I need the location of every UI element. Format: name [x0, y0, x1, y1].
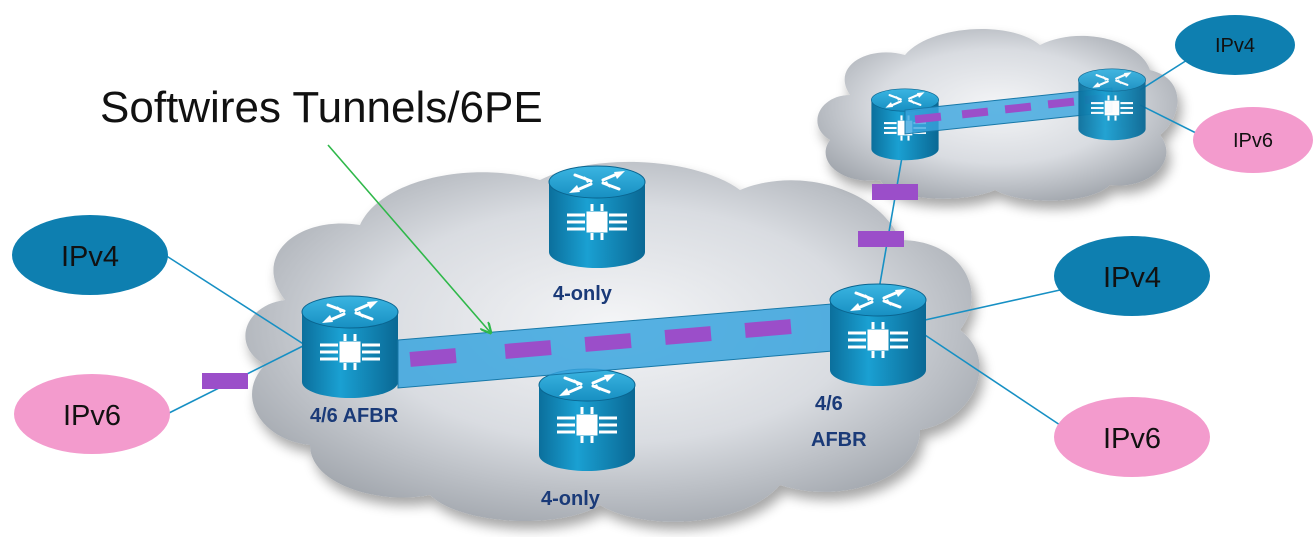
left-ipv6-label: IPv6 — [63, 400, 121, 432]
right-ipv6-node: IPv6 — [1054, 397, 1210, 477]
diagram-title: Softwires Tunnels/6PE — [100, 83, 543, 132]
marker-inter-upper — [872, 184, 918, 200]
link-markers — [202, 184, 918, 389]
top-ipv6-label: IPv6 — [1233, 130, 1273, 152]
router-core-bottom-icon — [537, 367, 637, 473]
callout-arrow-icon — [327, 144, 490, 332]
right-ipv4-label: IPv4 — [1103, 262, 1161, 294]
router-remote-right-icon — [1077, 67, 1147, 142]
left-afbr-label: 4/6 AFBR — [310, 405, 399, 427]
router-left-afbr-icon — [300, 294, 400, 400]
router-core-top-icon — [547, 164, 647, 270]
left-ipv4-node: IPv4 — [12, 215, 168, 295]
right-ipv4-node: IPv4 — [1054, 236, 1210, 316]
right-ipv6-label: IPv6 — [1103, 423, 1161, 455]
link-inter-cloud — [877, 139, 906, 296]
main-tunnel-icon — [397, 299, 881, 389]
top-ipv4-node: IPv4 — [1175, 15, 1295, 75]
left-ipv4-label: IPv4 — [61, 241, 119, 273]
link-right-ipv4 — [924, 289, 1061, 321]
left-ipv6-node: IPv6 — [14, 374, 170, 454]
right-afbr-label-line2: AFBR — [811, 429, 867, 451]
remote-tunnel-icon — [904, 87, 1113, 135]
top-ipv4-label: IPv4 — [1215, 35, 1255, 57]
core-bottom-label: 4-only — [541, 488, 601, 510]
core-top-label: 4-only — [553, 283, 613, 305]
router-right-afbr-icon — [828, 282, 928, 388]
link-right-ipv6 — [924, 334, 1061, 426]
marker-inter-lower — [858, 231, 904, 247]
link-top-ipv6 — [1139, 104, 1201, 136]
top-ipv6-node: IPv6 — [1193, 107, 1313, 173]
link-left-ipv4 — [164, 254, 306, 346]
links — [164, 54, 1201, 426]
right-afbr-label-line1: 4/6 — [815, 393, 843, 415]
marker-left — [202, 373, 248, 389]
